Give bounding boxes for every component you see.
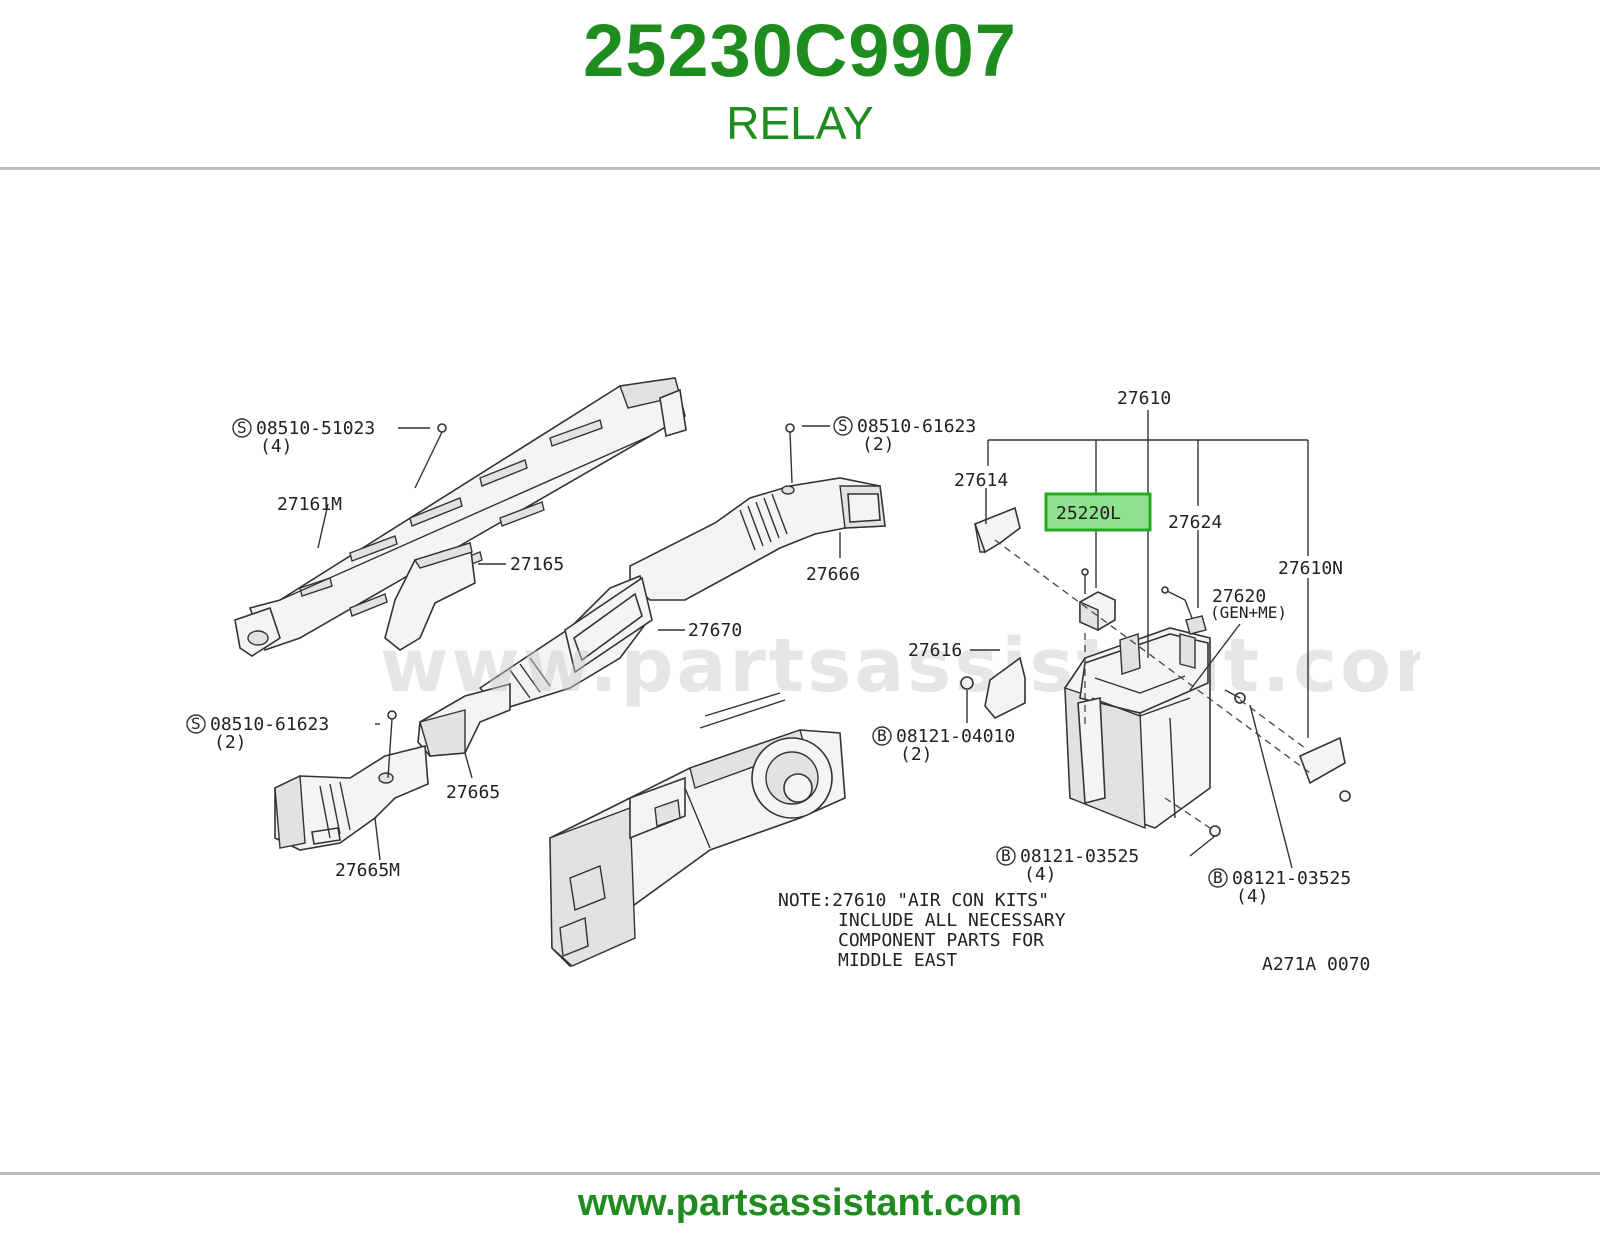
label-27620-note: (GEN+ME)	[1210, 603, 1287, 622]
bolt-group	[387, 423, 1246, 837]
b-marker-3	[1208, 868, 1228, 888]
label-08510-61623-top-qty: (2)	[862, 434, 895, 455]
b-marker-1	[872, 726, 892, 746]
duct-27670[interactable]	[478, 574, 653, 711]
label-08121-04010-qty: (2)	[900, 744, 933, 765]
harness-27624[interactable]	[1161, 586, 1207, 635]
relay-25220L[interactable]	[1079, 568, 1116, 632]
label-27614[interactable]: 27614	[954, 470, 1008, 491]
label-08121-03525-mid[interactable]: 08121-03525	[1020, 846, 1139, 867]
parts-diagram-svg: www.partsassistant.com	[186, 377, 1420, 975]
bracket-27614[interactable]	[973, 506, 1021, 554]
label-08121-03525-right-qty: (4)	[1236, 886, 1269, 907]
header-divider	[0, 167, 1600, 170]
label-08510-61623-left[interactable]: 08510-61623	[210, 714, 329, 735]
s-marker-1	[232, 418, 252, 438]
s-marker-1-text: S	[237, 418, 247, 437]
label-27620[interactable]: 27620	[1212, 586, 1266, 607]
label-27665[interactable]: 27665	[446, 782, 500, 803]
page-header: 25230C9907 RELAY	[0, 0, 1600, 168]
b-marker-2-text: B	[1001, 846, 1011, 865]
leader-lines	[317, 410, 1309, 869]
part-number-title: 25230C9907	[583, 9, 1017, 92]
b-marker-1-text: B	[877, 726, 887, 745]
s-marker-2	[833, 416, 853, 436]
bracket-27616[interactable]	[960, 656, 1026, 719]
note-line-1: NOTE:27610 "AIR CON KITS"	[778, 890, 1049, 911]
label-27610N[interactable]: 27610N	[1278, 558, 1343, 579]
label-27616[interactable]: 27616	[908, 640, 962, 661]
watermark-text: www.partsassistant.com	[380, 623, 1420, 709]
aircon-unit-27610[interactable]	[1064, 627, 1211, 830]
label-27665M[interactable]: 27665M	[335, 860, 400, 881]
note-line-4: MIDDLE EAST	[838, 950, 957, 971]
footer-website-link[interactable]: www.partsassistant.com	[577, 1182, 1023, 1224]
label-27666[interactable]: 27666	[806, 564, 860, 585]
label-08121-04010[interactable]: 08121-04010	[896, 726, 1015, 747]
label-08510-61623-top[interactable]: 08510-61623	[857, 416, 976, 437]
heater-unit-assembly[interactable]	[549, 692, 846, 968]
b-marker-2	[996, 846, 1016, 866]
footer-divider	[0, 1172, 1600, 1175]
label-25220L[interactable]: 25220L	[1056, 503, 1121, 524]
note-line-3: COMPONENT PARTS FOR	[838, 930, 1044, 951]
note-line-2: INCLUDE ALL NECESSARY	[838, 910, 1066, 931]
drawing-code: A271A 0070	[1262, 954, 1370, 975]
label-08121-03525-mid-qty: (4)	[1024, 864, 1057, 885]
assembly-line-3	[1164, 797, 1211, 829]
label-27670[interactable]: 27670	[688, 620, 742, 641]
highlight-box-25220L[interactable]	[1044, 492, 1152, 532]
s-marker-3-text: S	[191, 714, 201, 733]
bracket-27610N[interactable]	[1298, 736, 1351, 802]
duct-27665M[interactable]	[274, 744, 429, 851]
label-27610[interactable]: 27610	[1117, 388, 1171, 409]
duct-27165[interactable]	[384, 541, 476, 651]
label-27165[interactable]: 27165	[510, 554, 564, 575]
b-marker-3-text: B	[1213, 868, 1223, 887]
part-name-subtitle: RELAY	[726, 97, 874, 149]
label-08510-61623-left-qty: (2)	[214, 732, 247, 753]
label-08510-51023[interactable]: 08510-51023	[256, 418, 375, 439]
s-marker-2-text: S	[838, 416, 848, 435]
label-08121-03525-right[interactable]: 08121-03525	[1232, 868, 1351, 889]
label-27161M[interactable]: 27161M	[277, 494, 342, 515]
parts-diagram: www.partsassistant.com	[180, 338, 1420, 1018]
label-08510-51023-qty: (4)	[260, 436, 293, 457]
label-27624[interactable]: 27624	[1168, 512, 1222, 533]
s-marker-3	[186, 714, 206, 734]
duct-27666[interactable]	[629, 477, 886, 601]
